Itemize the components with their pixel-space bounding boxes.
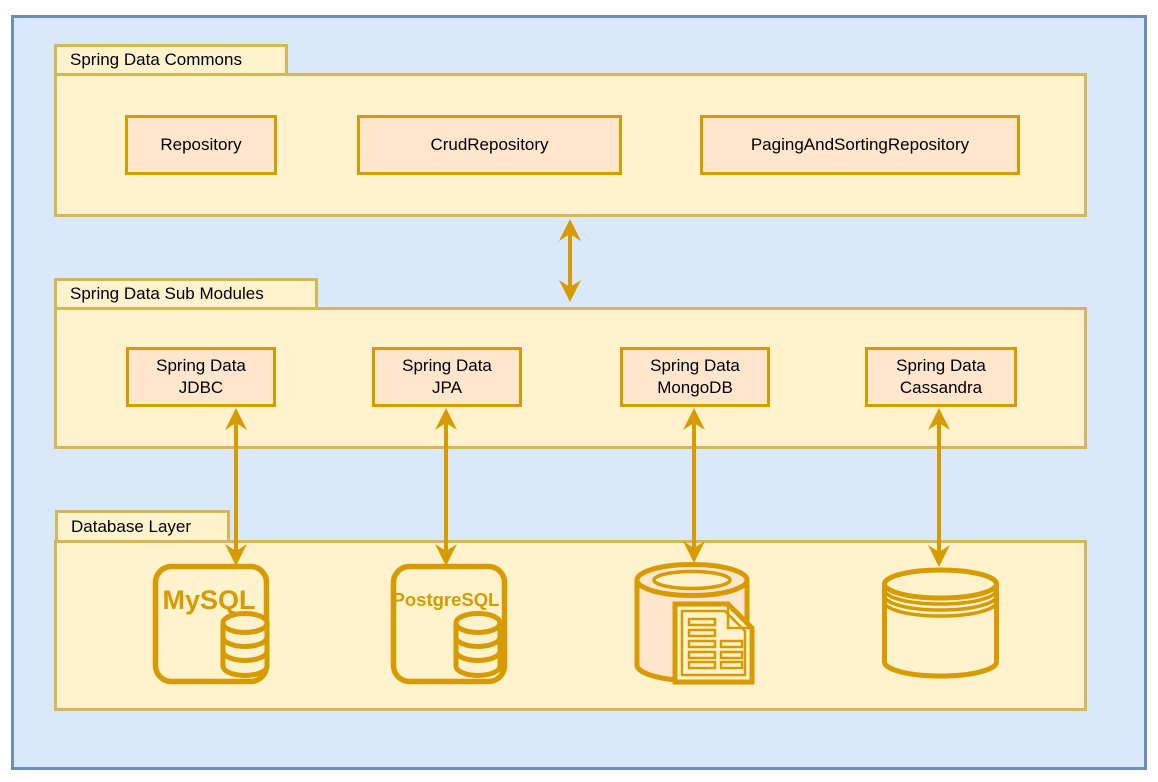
postgresql-logo-text: PostgreSQL [393, 589, 500, 610]
spring-data-mongodb-line2: MongoDB [657, 378, 733, 397]
spring-data-jdbc-line1: Spring Data [156, 356, 246, 375]
postgresql-cylinder [453, 611, 503, 678]
spring-data-jpa-box: Spring Data JPA [372, 347, 522, 407]
spring-data-mongodb-box: Spring Data MongoDB [620, 347, 770, 407]
paging-and-sorting-repository-box: PagingAndSortingRepository [700, 115, 1020, 175]
spring-data-jpa-line1: Spring Data [402, 356, 492, 375]
document-icon [672, 601, 755, 685]
crud-repository-box-label: CrudRepository [430, 135, 549, 154]
paging-and-sorting-repository-box-label: PagingAndSortingRepository [750, 135, 970, 154]
document-table-rows [687, 617, 744, 670]
spring-data-cassandra-line1: Spring Data [896, 356, 986, 375]
cassandra-cylinder [882, 567, 999, 679]
spring-data-mongodb-line1: Spring Data [650, 356, 740, 375]
submodules-folder-title: Spring Data Sub Modules [70, 284, 264, 303]
commons-folder-title: Spring Data Commons [70, 50, 242, 69]
crud-repository-box: CrudRepository [357, 115, 622, 175]
spring-data-cassandra-line2: Cassandra [899, 378, 983, 397]
database-folder-tab: Database Layer [55, 510, 230, 543]
cassandra-database-icon [882, 567, 999, 679]
repository-box: Repository [125, 115, 277, 175]
spring-data-jpa-line2: JPA [432, 378, 462, 397]
spring-data-jdbc-line2: JDBC [178, 378, 224, 397]
mongodb-document-database-icon [634, 562, 755, 685]
submodules-folder-tab: Spring Data Sub Modules [54, 278, 318, 310]
spring-data-cassandra-box: Spring Data Cassandra [865, 347, 1017, 407]
commons-folder-tab: Spring Data Commons [54, 44, 288, 76]
mysql-cylinder [220, 611, 270, 678]
spring-data-jdbc-box: Spring Data JDBC [126, 347, 276, 407]
database-folder-title: Database Layer [71, 516, 192, 536]
postgresql-icon-frame [390, 563, 508, 685]
repository-box-label: Repository [160, 135, 242, 154]
mysql-logo-text: MySQL [162, 585, 255, 615]
postgresql-database-icon: PostgreSQL [390, 563, 508, 685]
mysql-database-icon: MySQL [152, 563, 270, 685]
